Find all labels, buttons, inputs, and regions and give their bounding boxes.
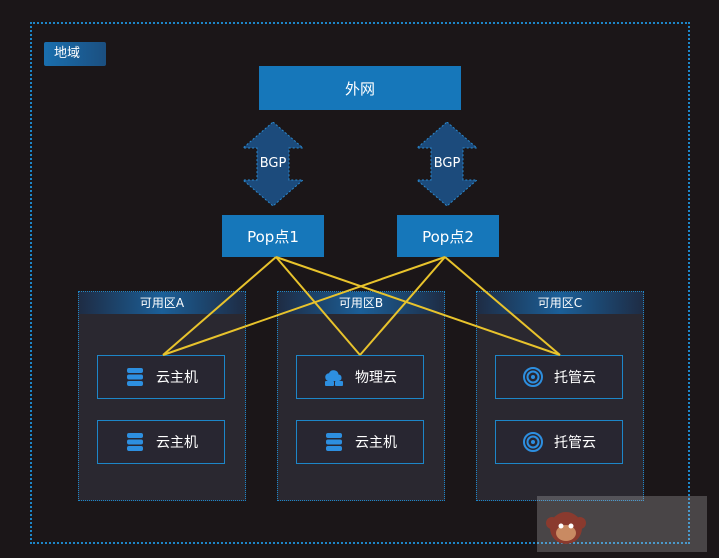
region-label: 地域 xyxy=(44,42,106,66)
link-pop1-zone-c xyxy=(275,256,561,356)
zone-b: 可用区B 物理云 云主机 xyxy=(277,291,445,501)
link-pop2-zone-b xyxy=(359,256,446,356)
bgp-label-2: BGP xyxy=(433,156,461,171)
server-stack-icon xyxy=(127,433,143,451)
pop-1-box: Pop点1 xyxy=(222,215,324,257)
bgp-label-1: BGP xyxy=(259,156,287,171)
zone-c-node-1-label: 托管云 xyxy=(554,370,596,386)
bgp-arrow-2 xyxy=(417,122,477,206)
zone-c: 可用区C 托管云 托管云 xyxy=(476,291,644,501)
zone-a-node-2: 云主机 xyxy=(97,420,225,464)
target-icon xyxy=(523,432,543,452)
wan-box: 外网 xyxy=(259,66,461,110)
zone-c-node-2-label: 托管云 xyxy=(554,435,596,451)
link-pop1-zone-a xyxy=(162,256,277,356)
link-pop2-zone-a xyxy=(162,256,446,356)
target-icon xyxy=(523,367,543,387)
zone-c-title: 可用区C xyxy=(477,292,643,314)
pop-2-box: Pop点2 xyxy=(397,215,499,257)
zone-b-node-2-label: 云主机 xyxy=(355,435,397,451)
zone-a-node-2-label: 云主机 xyxy=(156,435,198,451)
physical-cloud-icon xyxy=(325,370,343,386)
link-pop1-zone-b xyxy=(275,256,361,356)
zone-c-node-2: 托管云 xyxy=(495,420,623,464)
zone-b-node-1-label: 物理云 xyxy=(355,370,397,386)
link-pop2-zone-c xyxy=(444,256,561,356)
mascot-watermark-icon xyxy=(546,512,586,544)
zone-a-node-1: 云主机 xyxy=(97,355,225,399)
bgp-arrow-1 xyxy=(243,122,303,206)
zone-a: 可用区A 云主机 云主机 xyxy=(78,291,246,501)
zone-b-node-1: 物理云 xyxy=(296,355,424,399)
zone-a-title: 可用区A xyxy=(79,292,245,314)
zone-b-node-2: 云主机 xyxy=(296,420,424,464)
server-stack-icon xyxy=(326,433,342,451)
region-border xyxy=(30,22,690,544)
server-stack-icon xyxy=(127,368,143,386)
zone-a-node-1-label: 云主机 xyxy=(156,370,198,386)
